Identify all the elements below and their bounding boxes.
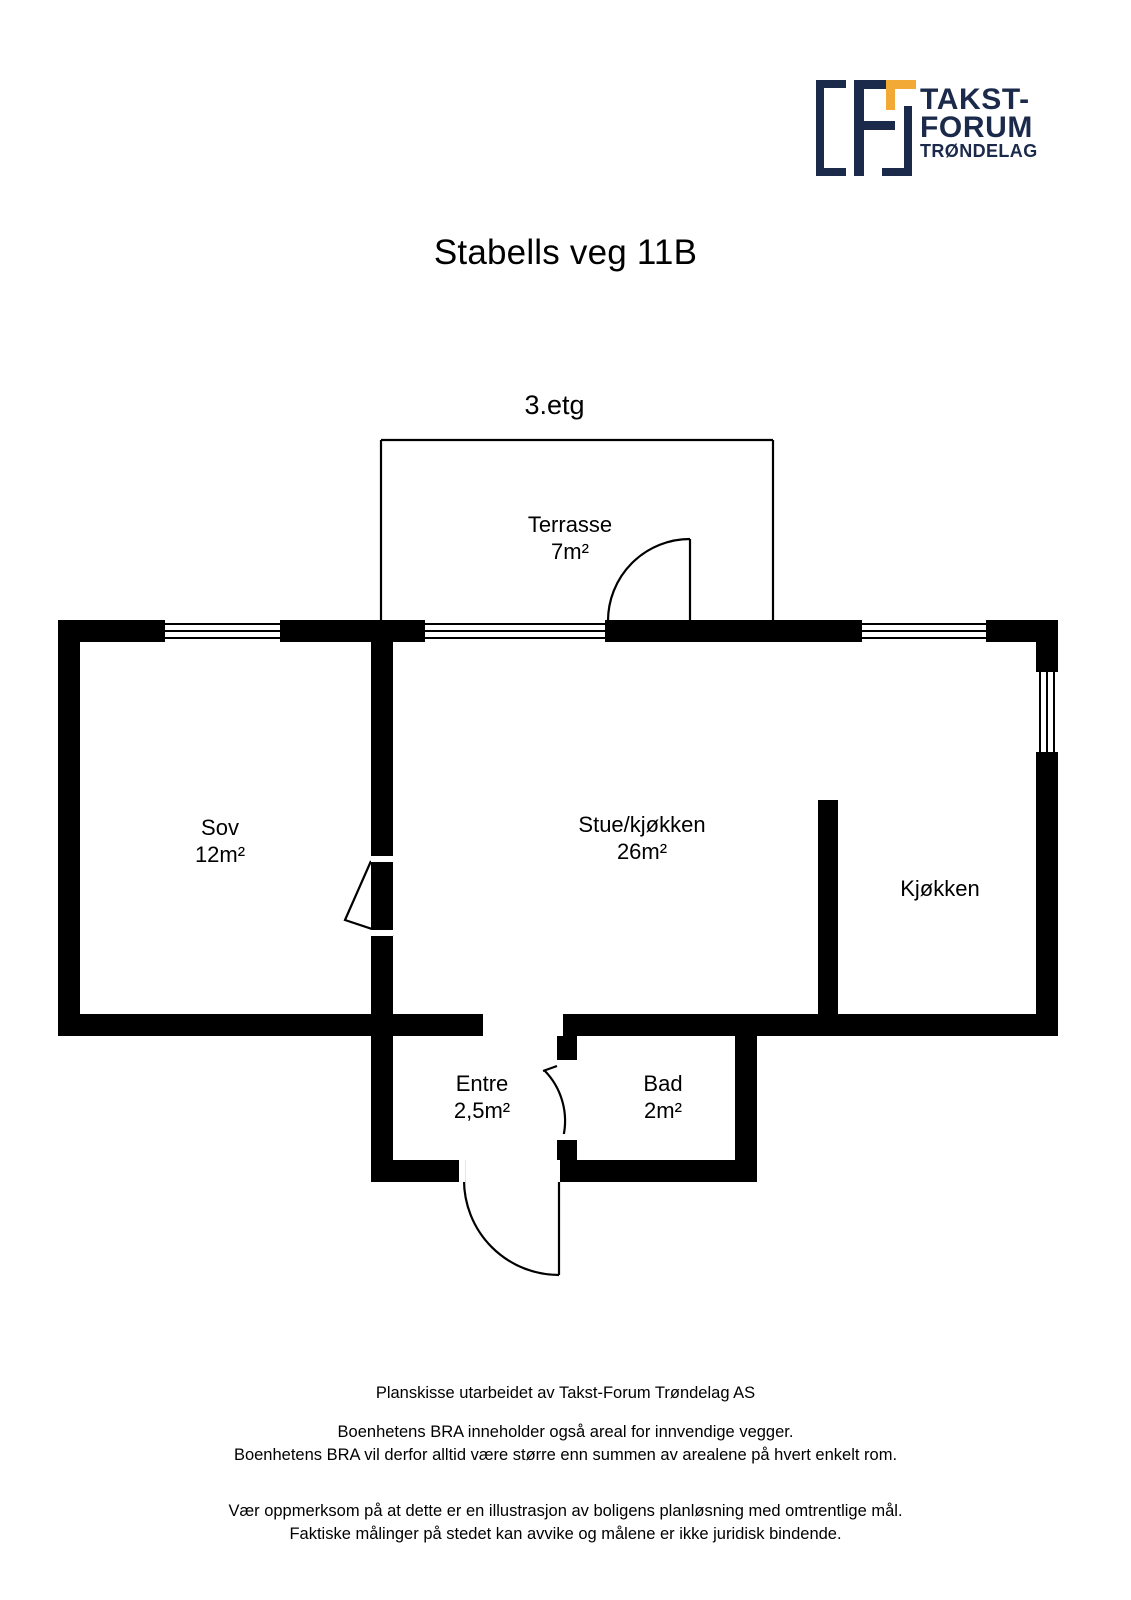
room-label-kjokken: Kjøkken (850, 876, 1030, 903)
room-area: 2m² (644, 1097, 682, 1123)
room-name: Entre (455, 1071, 509, 1096)
room-label-bad: Bad 2m² (578, 1071, 748, 1125)
room-name: Bad (643, 1071, 683, 1096)
takst-forum-emblem-icon (816, 80, 916, 176)
footer-bra-line-2: Boenhetens BRA vil derfor alltid være st… (233, 1446, 898, 1465)
room-name: Kjøkken (900, 876, 980, 901)
room-label-stue-kjokken: Stue/kjøkken 26m² (527, 812, 757, 866)
footer-bra-line-1: Boenhetens BRA inneholder også areal for… (337, 1423, 794, 1441)
footer-disclaimer: Vær oppmerksom på at dette er en illustr… (0, 1500, 1131, 1547)
room-area: 26m² (616, 838, 668, 864)
door-jambs (371, 856, 577, 1182)
page-title: Stabells veg 11B (433, 233, 698, 272)
room-label-entre: Entre 2,5m² (392, 1071, 572, 1125)
brand-line-3: TRØNDELAG (920, 141, 1038, 162)
room-name: Terrasse (527, 512, 613, 537)
room-area: 7m² (551, 538, 589, 564)
terrace-outline (379, 438, 775, 621)
footer-disclaimer-line-1: Vær oppmerksom på at dette er en illustr… (228, 1502, 903, 1520)
room-label-terrasse: Terrasse 7m² (455, 512, 685, 566)
footer-credit: Planskisse utarbeidet av Takst-Forum Trø… (0, 1382, 1131, 1405)
brand-line-1: TAKST- (920, 83, 1030, 116)
floor-label-text: 3.etg (524, 390, 585, 420)
brand-wordmark: TAKST- FORUM TRØNDELAG (920, 83, 1040, 162)
room-label-sov: Sov 12m² (110, 815, 330, 869)
floor-label: 3.etg (0, 390, 1131, 421)
floor-plan (0, 420, 1131, 1310)
footer-credit-text: Planskisse utarbeidet av Takst-Forum Trø… (375, 1384, 756, 1402)
room-name: Sov (201, 815, 239, 840)
brand-logo: TAKST- FORUM TRØNDELAG (812, 78, 1037, 178)
footer-bra-note: Boenhetens BRA inneholder også areal for… (0, 1421, 1131, 1468)
floor-plan-drawing (58, 438, 1058, 1277)
room-name: Stue/kjøkken (578, 812, 706, 837)
room-area: 2,5m² (453, 1097, 511, 1123)
footer-disclaimer-line-2: Faktiske målinger på stedet kan avvike o… (289, 1525, 842, 1544)
brand-line-2: FORUM (920, 110, 1033, 144)
window-glazing (165, 623, 1055, 752)
room-area: 12m² (194, 841, 246, 867)
